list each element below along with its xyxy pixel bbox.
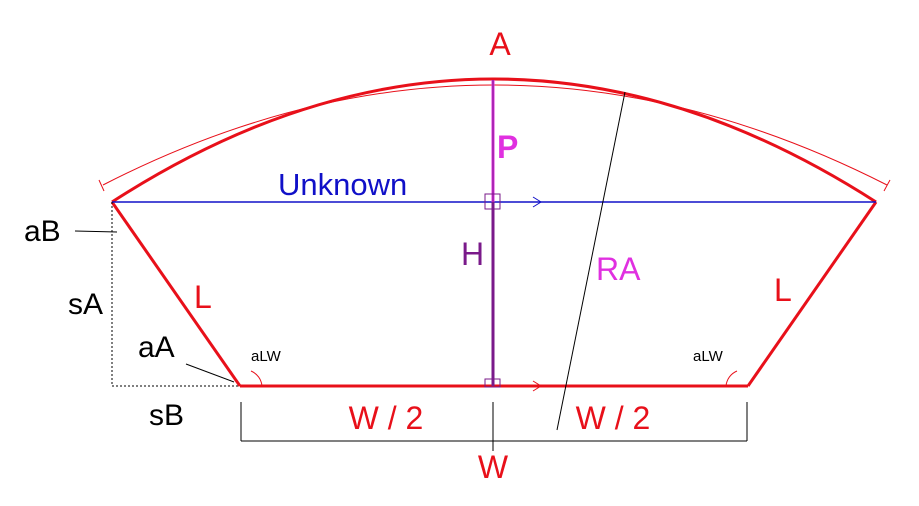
arc-dimension-tick-left (98, 179, 105, 192)
left-side-L (110, 201, 242, 387)
arc-length-dimension (102, 84, 888, 186)
label-aLW-left: aLW (251, 348, 282, 365)
label-aA: aA (138, 331, 175, 364)
chord-arrow (532, 196, 542, 208)
right-side-L (746, 201, 878, 387)
label-H: H (461, 236, 484, 272)
radius-RA-line (556, 91, 626, 431)
label-RA: RA (596, 251, 641, 287)
label-P: P (497, 129, 518, 165)
angle-arc-right (725, 370, 738, 387)
bottom-arrow (532, 380, 542, 392)
label-W: W (478, 449, 509, 485)
angle-arc-left (250, 370, 263, 387)
label-sA: sA (68, 288, 103, 321)
label-L-left: L (194, 279, 212, 315)
label-L-right: L (774, 272, 792, 308)
right-angle-marker-top (484, 193, 501, 210)
label-unknown: Unknown (278, 167, 407, 202)
right-angle-marker-bottom (484, 378, 501, 388)
top-arc (111, 77, 877, 204)
aB-leader (74, 230, 118, 233)
label-W-half-right: W / 2 (576, 400, 651, 436)
label-sB: sB (149, 399, 184, 432)
label-aB: aB (24, 215, 61, 248)
arc-dimension-tick-right (883, 179, 891, 192)
label-A: A (489, 26, 511, 62)
label-aLW-right: aLW (693, 348, 724, 365)
label-W-half-left: W / 2 (349, 400, 424, 436)
aA-leader (185, 363, 235, 383)
